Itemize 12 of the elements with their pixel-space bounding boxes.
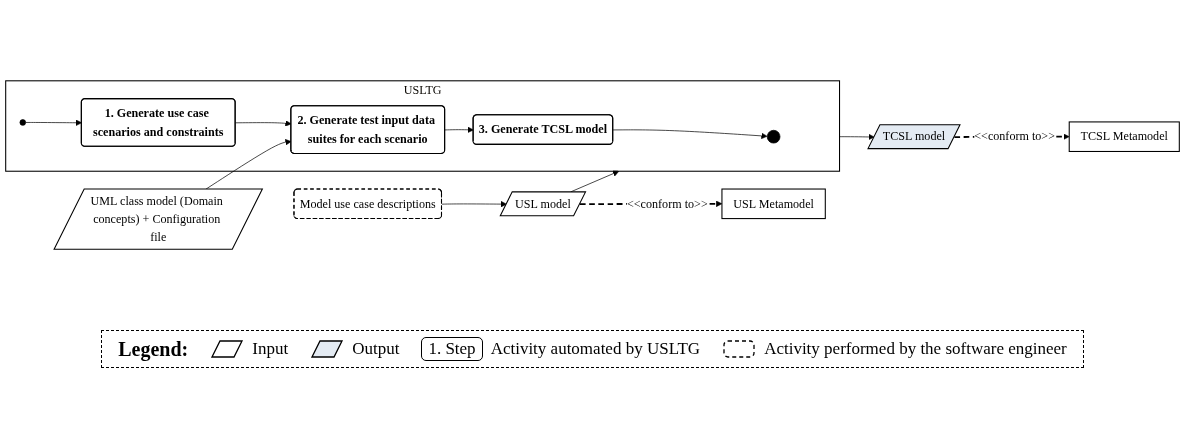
legend-text: Activity performed by the software engineer bbox=[764, 339, 1067, 359]
legend-text: Input bbox=[252, 339, 289, 359]
node-box: USL Metamodel bbox=[721, 188, 826, 220]
node-circle bbox=[766, 129, 781, 144]
step-sample: 1. Step bbox=[421, 337, 483, 361]
edge-label: <<conform to>> bbox=[626, 196, 708, 211]
node-circle bbox=[19, 119, 26, 126]
edge-label: <<conform to>> bbox=[974, 129, 1055, 144]
node-box: TCSL Metamodel bbox=[1068, 121, 1180, 152]
legend-title: Legend: bbox=[118, 337, 189, 361]
legend-text: Activity automated by USLTG bbox=[490, 339, 701, 359]
legend-text: Output bbox=[352, 339, 400, 359]
